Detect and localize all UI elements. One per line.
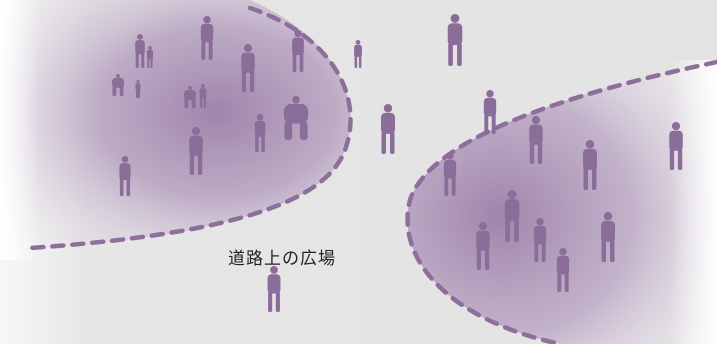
person-silhouette-16 xyxy=(381,104,395,154)
person-silhouette-10 xyxy=(183,86,197,108)
person-silhouette-27 xyxy=(267,266,281,312)
person-silhouette-20 xyxy=(669,122,683,170)
person-silhouette-21 xyxy=(443,152,457,196)
person-silhouette-8 xyxy=(354,40,362,68)
person-silhouette-7 xyxy=(292,30,304,72)
person-silhouette-14 xyxy=(189,127,203,175)
person-silhouette-9 xyxy=(447,14,463,66)
person-silhouette-19 xyxy=(583,140,597,190)
right-zone-outline xyxy=(405,59,717,344)
person-silhouette-3 xyxy=(111,74,125,96)
person-silhouette-12 xyxy=(283,96,309,140)
person-silhouette-18 xyxy=(529,116,543,164)
person-silhouette-22 xyxy=(504,190,520,242)
person-silhouette-2 xyxy=(146,46,154,68)
right-zone-fade xyxy=(560,60,717,344)
person-silhouette-26 xyxy=(556,248,570,292)
left-zone-outline xyxy=(27,5,353,251)
person-silhouette-4 xyxy=(135,80,141,98)
person-silhouette-6 xyxy=(241,44,255,92)
person-silhouette-23 xyxy=(476,222,490,270)
person-silhouette-5 xyxy=(200,16,214,60)
person-silhouette-1 xyxy=(135,34,145,68)
person-silhouette-15 xyxy=(119,156,131,196)
people-silhouettes xyxy=(111,14,683,312)
plaza-caption: 道路上の広場 xyxy=(228,249,336,269)
person-silhouette-11 xyxy=(199,84,207,108)
person-silhouette-13 xyxy=(254,114,266,152)
person-silhouette-17 xyxy=(483,90,497,134)
person-silhouette-25 xyxy=(601,212,615,262)
left-zone-fade xyxy=(0,0,160,260)
person-silhouette-24 xyxy=(533,218,547,262)
